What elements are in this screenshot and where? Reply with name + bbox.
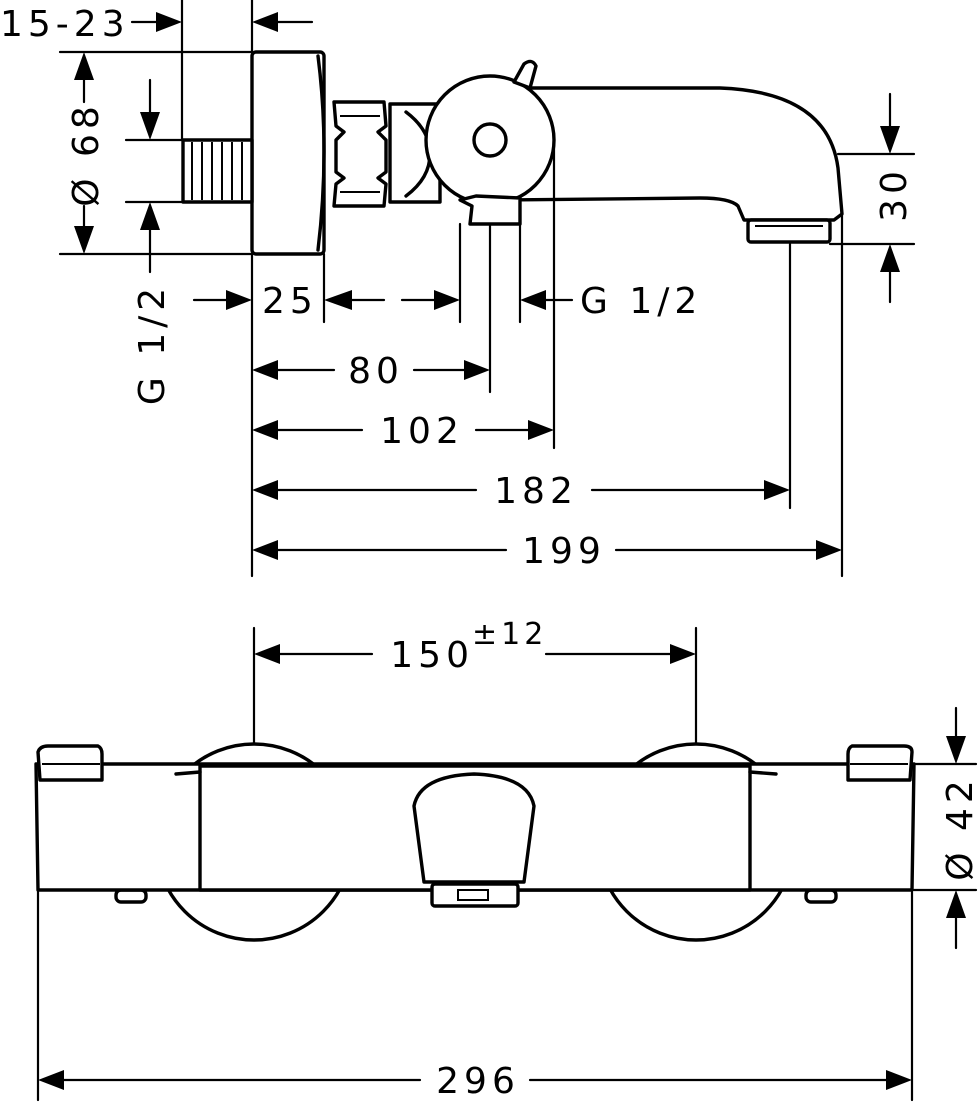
- bath-spout: [498, 86, 844, 222]
- spout-outlet-front: [430, 882, 520, 908]
- side-view-extension-lines: [58, 0, 916, 578]
- dim-overall-width: 296: [436, 1061, 520, 1102]
- dim-spout-height: 30: [874, 166, 915, 222]
- threaded-connector: [181, 138, 254, 204]
- front-view: [34, 742, 916, 942]
- temperature-handle-side: [424, 74, 556, 206]
- front-view-dimensions: [38, 644, 966, 1090]
- dim-body-diameter: Ø 42: [940, 775, 979, 881]
- dim-body-depth: 102: [380, 411, 464, 452]
- dim-centres-tolerance: ±12: [472, 617, 547, 652]
- dim-outlet-distance: 80: [348, 351, 404, 392]
- spout-front: [412, 772, 536, 884]
- side-view: [181, 50, 844, 256]
- front-view-extension-lines: [36, 626, 978, 1102]
- wall-flange: [250, 50, 326, 256]
- handle-screw: [472, 122, 508, 158]
- side-view-dimensions: [74, 12, 900, 560]
- front-view-labels: 150 ±12 Ø 42 296: [390, 617, 979, 1102]
- dim-flange-depth: 25: [262, 281, 318, 322]
- dim-overall-projection: 199: [522, 531, 606, 572]
- dim-outlet-depth: 15-23: [0, 4, 130, 45]
- dim-centres-value: 150: [390, 635, 474, 676]
- dim-flange-diameter: Ø 68: [66, 101, 107, 207]
- side-view-labels: 15-23 Ø 68 G 1/2 30 25 G 1/2 80 102 182 …: [0, 4, 915, 572]
- dim-inlet-thread-left: G 1/2: [132, 283, 173, 405]
- dim-spout-outlet-reach: 182: [494, 471, 578, 512]
- spout-aerator: [746, 218, 832, 244]
- dim-outlet-thread-right: G 1/2: [580, 281, 702, 322]
- union-nut: [332, 100, 388, 208]
- handle-base: [458, 194, 522, 226]
